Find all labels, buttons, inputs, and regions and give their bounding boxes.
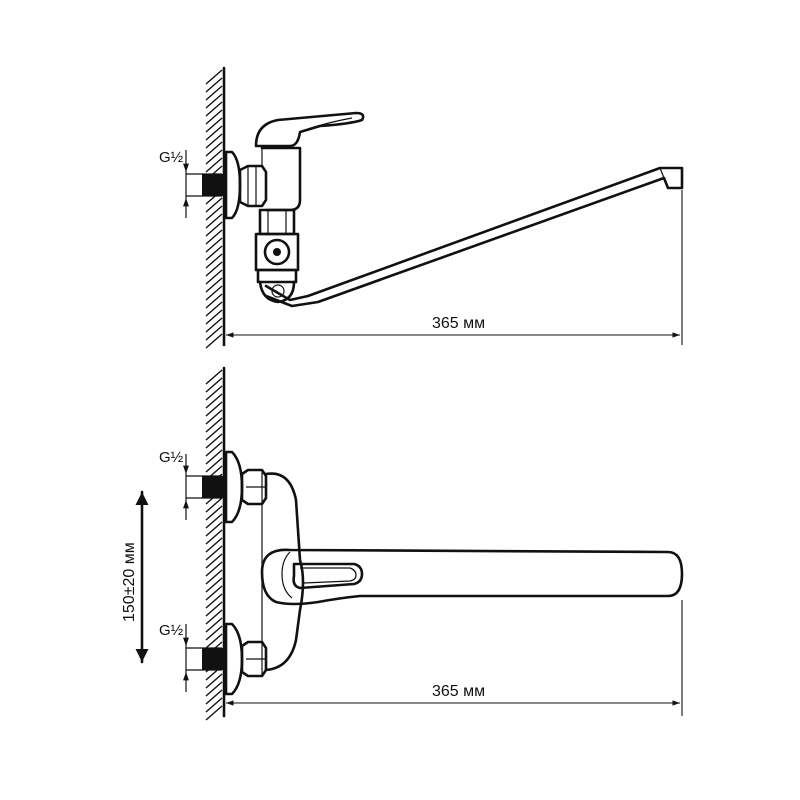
upper-thread-label: G½ — [159, 449, 184, 466]
wall-hatch-line — [205, 417, 223, 433]
lower-inlet-connection — [183, 624, 224, 692]
wall-hatch-line — [205, 141, 223, 157]
wall-hatch-line — [205, 109, 223, 125]
wall-hatch-line — [205, 553, 223, 569]
wall-hatch-line — [205, 425, 223, 441]
wall-hatch-line — [205, 705, 223, 721]
upper-hex-nut — [240, 468, 268, 506]
spacing-label: 150±20 мм — [121, 542, 138, 622]
wall-hatch-line — [205, 625, 223, 641]
upper-escutcheon — [224, 450, 244, 524]
mixer-body-top — [260, 146, 302, 212]
wall-hatch-line — [205, 277, 223, 293]
wall-top — [205, 66, 226, 349]
spout-front — [260, 548, 684, 606]
wall-hatch-line — [205, 689, 223, 705]
wall-hatch-line — [205, 285, 223, 301]
wall-hatch-line — [205, 93, 223, 109]
wall-hatch-line — [205, 229, 223, 245]
wall-hatch-line — [205, 133, 223, 149]
wall-hatch-line — [205, 513, 223, 529]
hex-nut-top — [238, 164, 268, 208]
thread-label-top: G½ — [159, 149, 184, 166]
wall-hatch-line — [205, 441, 223, 457]
wall-hatch-line — [205, 529, 223, 545]
wall-hatch-line — [205, 293, 223, 309]
length-label-bottom: 365 мм — [432, 683, 485, 700]
diverter-valve-top — [254, 208, 300, 304]
wall-hatch-line — [205, 577, 223, 593]
wall-hatch-line — [205, 309, 223, 325]
wall-hatch-line — [205, 157, 223, 173]
wall-hatch-line — [205, 401, 223, 417]
lever-handle-front — [292, 562, 364, 590]
wall-hatch-line — [205, 633, 223, 649]
wall-hatch-line — [205, 409, 223, 425]
wall-hatch-line — [205, 449, 223, 465]
wall-hatch-line — [205, 505, 223, 521]
front-view: G½ G½ 365 мм 150±20 — [121, 366, 684, 721]
wall-hatch-line — [205, 325, 223, 341]
mixer-body-front — [264, 472, 305, 672]
wall-hatch-line — [205, 149, 223, 165]
wall-hatch-line — [205, 369, 223, 385]
wall-hatch-line — [205, 673, 223, 689]
upper-inlet-connection — [183, 454, 224, 520]
wall-hatch-line — [205, 697, 223, 713]
wall-hatch-line — [205, 521, 223, 537]
wall-hatch-line — [205, 545, 223, 561]
wall-hatch-line — [205, 253, 223, 269]
lever-handle-top — [254, 111, 365, 148]
wall-hatch-line — [205, 393, 223, 409]
wall-hatch-line — [205, 585, 223, 601]
wall-hatch-line — [205, 85, 223, 101]
wall-hatch-line — [205, 385, 223, 401]
escutcheon-top — [224, 150, 242, 220]
lower-escutcheon — [224, 622, 244, 696]
wall-hatch-line — [205, 681, 223, 697]
wall-hatch-line — [205, 537, 223, 553]
wall-hatch-line — [205, 317, 223, 333]
wall-hatch-line — [205, 617, 223, 633]
wall-hatch-line — [205, 125, 223, 141]
wall-hatch-line — [205, 269, 223, 285]
wall-hatch-line — [205, 237, 223, 253]
wall-hatch-line — [205, 245, 223, 261]
wall-hatch-line — [205, 593, 223, 609]
wall-hatch-line — [205, 333, 223, 349]
wall-hatch-line — [205, 609, 223, 625]
wall-hatch-line — [205, 101, 223, 117]
wall-hatch-line — [205, 117, 223, 133]
length-label-top: 365 мм — [432, 315, 485, 332]
spout-top — [264, 166, 684, 308]
wall-hatch-line — [205, 561, 223, 577]
wall-hatch-line — [205, 497, 223, 513]
wall-hatch-line — [205, 377, 223, 393]
wall-hatch-line — [205, 301, 223, 317]
wall-hatch-line — [205, 601, 223, 617]
wall-hatch-line — [205, 221, 223, 237]
lower-thread-label: G½ — [159, 622, 184, 639]
wall-hatch-line — [205, 433, 223, 449]
wall-hatch-line — [205, 261, 223, 277]
wall-hatch-line — [205, 457, 223, 473]
wall-hatch-line — [205, 569, 223, 585]
side-view: G½ 365 мм — [159, 66, 684, 349]
wall-hatch-line — [205, 77, 223, 93]
wall-hatch-line — [205, 197, 223, 213]
wall-hatch-line — [205, 213, 223, 229]
wall-hatch-line — [205, 205, 223, 221]
wall-bottom — [205, 366, 226, 721]
wall-hatch-line — [205, 69, 223, 85]
inlet-connection-top — [183, 150, 224, 218]
